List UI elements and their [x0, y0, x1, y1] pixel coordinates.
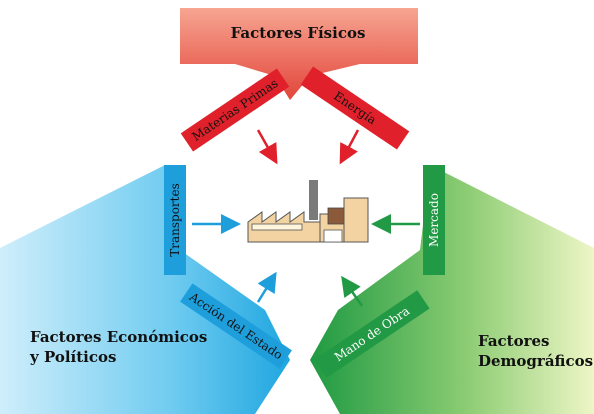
- svg-text:Mercado: Mercado: [427, 193, 441, 247]
- arrow-energia: [339, 129, 360, 165]
- economic-factors-title-line2: y Políticos: [29, 348, 116, 366]
- factor-materias-primas: Materias Primas: [180, 68, 290, 152]
- demographic-factors-title-line2: Demográficos: [478, 352, 593, 370]
- arrow-materias-primas: [256, 129, 278, 165]
- economic-factors-region: [0, 165, 290, 414]
- demographic-factors-title-line1: Factores: [478, 332, 550, 350]
- economic-factors-group: Factores Económicos y Políticos Transpor…: [0, 165, 292, 414]
- factor-transportes: Transportes: [164, 165, 186, 275]
- factor-mercado: Mercado: [423, 165, 445, 275]
- physical-factors-region: [180, 8, 418, 100]
- factory-icon: [247, 180, 369, 243]
- physical-factors-group: Factores Físicos Materias Primas Energía: [180, 8, 418, 165]
- arrow-accion-del-estado: [256, 271, 277, 303]
- physical-factors-title: Factores Físicos: [231, 24, 366, 42]
- arrow-mano-de-obra: [341, 275, 364, 307]
- demographic-factors-group: Factores Demográficos Mercado Mano de Ob…: [310, 165, 594, 414]
- economic-factors-title-line1: Factores Económicos: [30, 328, 207, 346]
- svg-text:Materias Primas: Materias Primas: [189, 76, 280, 144]
- svg-text:Transportes: Transportes: [168, 183, 182, 257]
- demographic-factors-region: [310, 165, 594, 414]
